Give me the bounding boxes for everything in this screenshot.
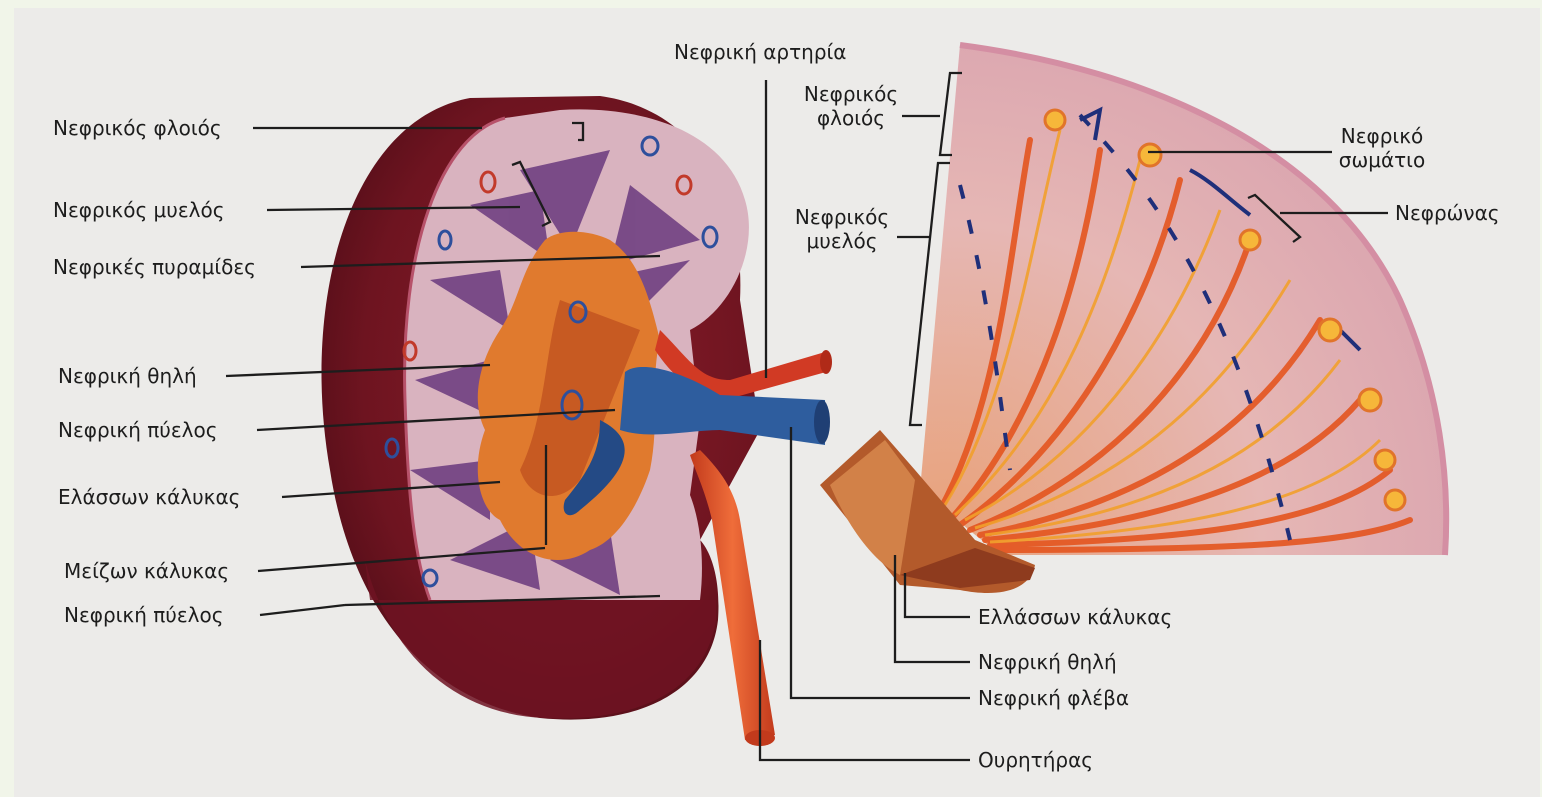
label-renal-cortex-left: Νεφρικός φλοιός xyxy=(53,116,222,140)
label-renal-cortex-right: Νεφρικός φλοιός xyxy=(799,82,903,130)
label-renal-corpuscle-line1: Νεφρικό xyxy=(1334,124,1430,148)
label-renal-medulla-right-line2: μυελός xyxy=(790,229,894,253)
label-renal-cortex-right-line2: φλοιός xyxy=(799,106,903,130)
label-major-calyx: Μείζων κάλυκας xyxy=(64,559,229,583)
label-renal-medulla-right-line1: Νεφρικός xyxy=(790,205,894,229)
label-renal-pyramids: Νεφρικές πυραμίδες xyxy=(53,255,256,279)
label-renal-corpuscle: Νεφρικό σωμάτιο xyxy=(1334,124,1430,172)
label-renal-pelvis-2: Νεφρική πύελος xyxy=(64,603,223,627)
label-ureter: Ουρητήρας xyxy=(978,748,1093,772)
label-nephron: Νεφρώνας xyxy=(1395,201,1500,225)
label-minor-calyx-bottom: Ελλάσσων κάλυκας xyxy=(978,605,1172,629)
label-renal-artery: Νεφρική αρτηρία xyxy=(674,40,847,64)
kidney-wedge xyxy=(920,45,1446,555)
label-renal-medulla-right: Νεφρικός μυελός xyxy=(790,205,894,253)
label-renal-papilla-bottom: Νεφρική θηλή xyxy=(978,650,1117,674)
label-renal-pelvis-1: Νεφρική πύελος xyxy=(58,418,217,442)
label-minor-calyx-left: Ελάσσων κάλυκας xyxy=(58,485,240,509)
label-renal-cortex-right-line1: Νεφρικός xyxy=(799,82,903,106)
label-renal-medulla-left: Νεφρικός μυελός xyxy=(53,198,224,222)
label-renal-corpuscle-line2: σωμάτιο xyxy=(1334,148,1430,172)
label-renal-vein: Νεφρική φλέβα xyxy=(978,686,1129,710)
label-renal-papilla-left: Νεφρική θηλή xyxy=(58,364,197,388)
